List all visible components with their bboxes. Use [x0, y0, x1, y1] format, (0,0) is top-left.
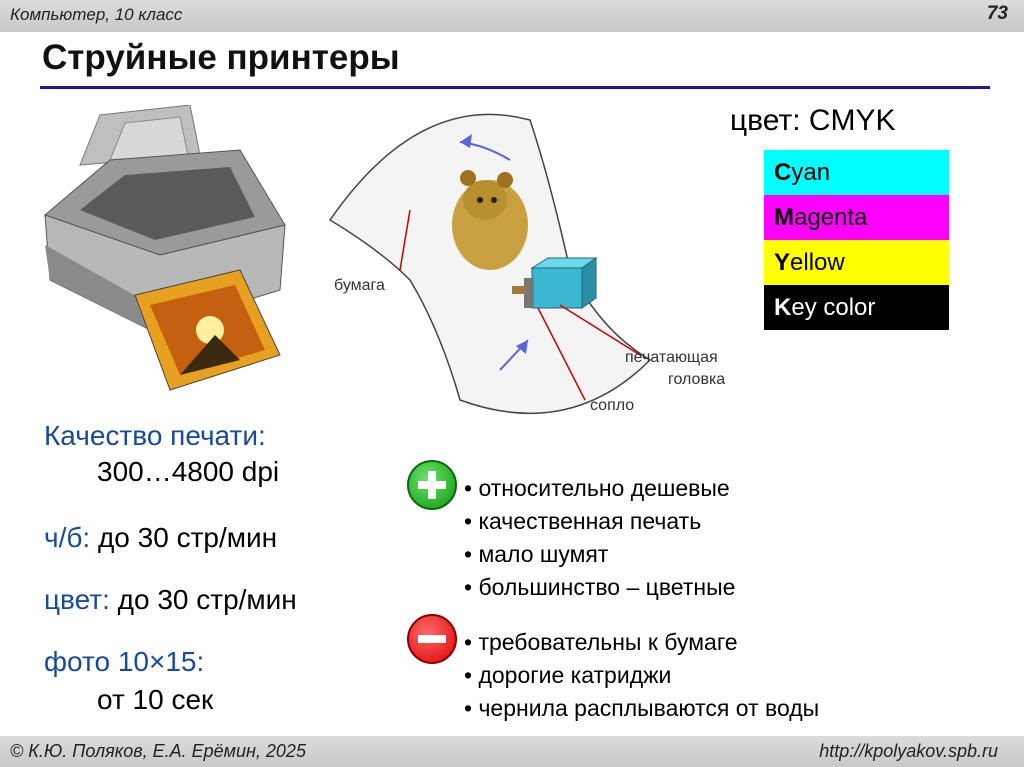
- print-head-diagram: бумага печатающая головка сопло: [328, 113, 725, 415]
- nozzle-label: сопло: [590, 397, 634, 414]
- header-bar: Компьютер, 10 класс 73: [0, 0, 1024, 32]
- plus-icon: [407, 460, 457, 510]
- color-speed: цвет: до 30 стр/мин: [44, 584, 297, 616]
- pros-list: относительно дешевые качественная печать…: [464, 472, 735, 604]
- cmyk-label-prefix: цвет:: [730, 104, 801, 137]
- cmyk-row-magenta: Magenta: [764, 195, 949, 240]
- cons-list: требовательны к бумаге дорогие катриджи …: [464, 626, 819, 725]
- list-item: мало шумят: [464, 538, 735, 571]
- color-label: цвет:: [44, 584, 110, 615]
- list-item: дорогие катриджи: [464, 659, 819, 692]
- cmyk-label-value: CMYK: [808, 104, 896, 137]
- list-item: большинство – цветные: [464, 571, 735, 604]
- page-number: 73: [986, 3, 1008, 24]
- title-underline: [40, 86, 990, 89]
- cmyk-row-yellow: Yellow: [764, 240, 949, 285]
- photo-value: от 10 сек: [97, 684, 214, 715]
- cmyk-row-key: Key color: [764, 285, 949, 330]
- list-item: относительно дешевые: [464, 472, 735, 505]
- course-label: Компьютер, 10 класс: [10, 5, 183, 24]
- footer-authors: © К.Ю. Поляков, Е.А. Ерёмин, 2025: [10, 741, 306, 761]
- inkjet-printer-image: [44, 105, 286, 391]
- print-head-label-1: печатающая: [625, 349, 718, 366]
- footer-bar: © К.Ю. Поляков, Е.А. Ерёмин, 2025 http:/…: [0, 736, 1024, 767]
- list-item: чернила расплываются от воды: [464, 692, 819, 725]
- photo-label: фото 10×15:: [44, 646, 205, 677]
- footer-url[interactable]: http://kpolyakov.spb.ru: [819, 741, 998, 761]
- slide-title: Струйные принтеры: [42, 38, 400, 77]
- cmyk-table: Cyan Magenta Yellow Key color: [764, 150, 949, 330]
- list-item: качественная печать: [464, 505, 735, 538]
- cmyk-row-cyan: Cyan: [764, 150, 949, 195]
- list-item: требовательны к бумаге: [464, 626, 819, 659]
- cmyk-heading: цвет: CMYK: [730, 104, 896, 138]
- bw-label: ч/б:: [44, 522, 91, 553]
- color-value: до 30 стр/мин: [117, 584, 297, 615]
- quality-value: 300…4800 dpi: [97, 456, 280, 487]
- paper-label: бумага: [334, 277, 385, 294]
- bw-value: до 30 стр/мин: [97, 522, 278, 553]
- print-head-label-2: головка: [668, 371, 725, 388]
- minus-icon: [407, 614, 457, 664]
- bw-speed: ч/б: до 30 стр/мин: [44, 522, 277, 554]
- quality-label: Качество печати:: [44, 420, 266, 451]
